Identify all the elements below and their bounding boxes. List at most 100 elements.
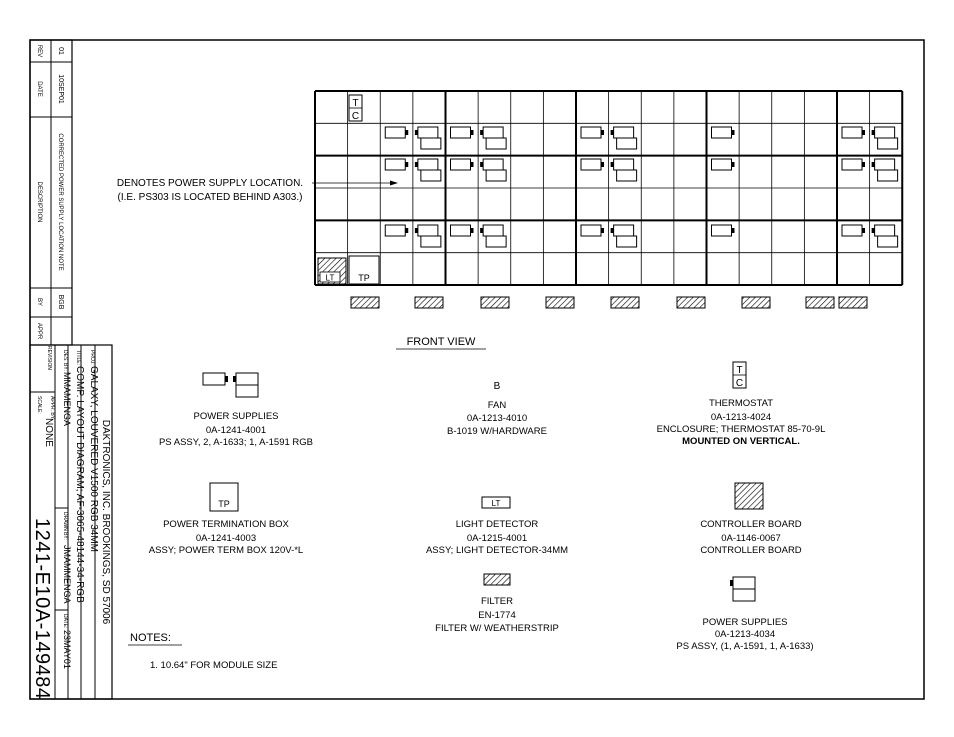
description-value: CORRECTED POWER SUPPLY LOCATION NOTE	[57, 133, 63, 270]
by-value: BGB	[57, 295, 64, 310]
svg-text:POWER SUPPLIES: POWER SUPPLIES	[194, 411, 279, 422]
power-supply-icon	[480, 126, 507, 150]
appr-header: APPR	[36, 323, 42, 340]
power-supply-icon	[450, 126, 474, 139]
note-item: 1. 10.64" FOR MODULE SIZE	[150, 660, 277, 671]
svg-text:FILTER W/ WEATHERSTRIP: FILTER W/ WEATHERSTRIP	[435, 623, 559, 634]
power-supply-callout: DENOTES POWER SUPPLY LOCATION. (I.E. PS3…	[117, 178, 398, 203]
fan-icon: B	[494, 381, 501, 392]
by-header: BY	[36, 298, 42, 306]
notes-section: NOTES: 1. 10.64" FOR MODULE SIZE	[128, 632, 277, 671]
appr-by-label: APPR. BY:	[49, 396, 55, 420]
svg-text:0A-1241-4001: 0A-1241-4001	[206, 425, 266, 436]
filter-icon	[483, 573, 511, 586]
proj-label: PROJ:	[89, 350, 95, 365]
light-detector-grid-symbol: LT	[317, 257, 347, 285]
light-detector-icon	[481, 496, 511, 509]
power-supply-icon	[202, 372, 259, 398]
power-supply-icon	[580, 126, 604, 139]
svg-text:0A-1146-0067: 0A-1146-0067	[721, 533, 781, 544]
power-supply-icon	[450, 224, 474, 237]
svg-text:TP: TP	[218, 499, 230, 509]
legend-fan: B FAN 0A-1213-4010 B-1019 W/HARDWARE	[447, 381, 547, 437]
legend-light-detector: LT LIGHT DETECTOR 0A-1215-4001 ASSY; LIG…	[426, 496, 568, 556]
filter-icon	[414, 296, 444, 309]
filter-icon	[480, 296, 510, 309]
svg-text:LIGHT DETECTOR: LIGHT DETECTOR	[456, 519, 539, 530]
filter-icon	[676, 296, 706, 309]
front-view-label: FRONT VIEW	[396, 336, 486, 350]
power-supply-2-icon	[730, 576, 756, 602]
light-detector-grid-label: LT	[326, 274, 335, 283]
power-supply-icon	[871, 224, 899, 248]
date-value: 10SEP01	[57, 74, 64, 104]
power-supply-icon	[480, 158, 507, 182]
revision-block: REV DATE DESCRIPTION BY APPR 01 10SEP01 …	[29, 39, 73, 346]
svg-text:FRONT VIEW: FRONT VIEW	[407, 336, 476, 348]
svg-text:ASSY; POWER TERM BOX 120V-*L: ASSY; POWER TERM BOX 120V-*L	[149, 545, 303, 556]
svg-text:0A-1213-4034: 0A-1213-4034	[715, 629, 775, 640]
filter-icon	[741, 296, 771, 309]
thermostat-icon: T C	[732, 361, 747, 389]
power-supply-icon	[610, 126, 638, 150]
power-supply-icon	[841, 126, 865, 139]
filter-icon	[350, 296, 380, 309]
notes-heading: NOTES:	[130, 632, 171, 644]
svg-text:MOUNTED ON VERTICAL.: MOUNTED ON VERTICAL.	[682, 436, 800, 447]
filter-row	[350, 296, 868, 309]
date-label: DATE:	[62, 614, 68, 628]
power-supply-icon	[841, 158, 865, 171]
svg-text:C: C	[736, 378, 743, 389]
svg-text:ENCLOSURE; THERMOSTAT 85-70-9L: ENCLOSURE; THERMOSTAT 85-70-9L	[657, 424, 826, 435]
power-supply-icon	[450, 158, 474, 171]
power-termination-icon	[209, 482, 239, 512]
svg-text:0A-1215-4001: 0A-1215-4001	[467, 533, 527, 544]
svg-text:POWER TERMINATION BOX: POWER TERMINATION BOX	[163, 519, 289, 530]
svg-text:CONTROLLER BOARD: CONTROLLER BOARD	[700, 545, 801, 556]
legend-thermostat: T C THERMOSTAT 0A-1213-4024 ENCLOSURE; T…	[657, 361, 826, 447]
svg-text:FILTER: FILTER	[481, 596, 513, 607]
power-supply-icon	[480, 224, 507, 248]
legend-power-termination-box: TP POWER TERMINATION BOX 0A-1241-4003 AS…	[149, 482, 303, 556]
power-supply-icon	[610, 224, 638, 248]
svg-text:0A-1213-4010: 0A-1213-4010	[467, 413, 527, 424]
date-header: DATE	[36, 81, 42, 97]
power-termination-grid-label: TP	[358, 273, 370, 283]
power-supply-icon	[580, 224, 604, 237]
power-supply-icon	[384, 158, 409, 171]
company-name: DAKTRONICS, INC. BROOKINGS, SD 57006	[100, 420, 111, 625]
power-supply-icon	[871, 126, 899, 150]
callout-line-2: (I.E. PS303 IS LOCATED BEHIND A303.)	[118, 192, 303, 203]
drawing-number: 1241-E10A-149484	[31, 518, 53, 699]
svg-text:FAN: FAN	[488, 400, 507, 411]
power-supply-icon	[384, 126, 409, 139]
power-supply-icon	[580, 158, 604, 171]
drawn-by-label: DRAWN BY:	[62, 512, 68, 540]
des-by-label: DES. BY:	[62, 350, 68, 371]
callout-arrow-icon	[390, 180, 398, 186]
rev-value: 01	[57, 47, 64, 55]
svg-text:0A-1241-4003: 0A-1241-4003	[196, 533, 256, 544]
legend-controller-board: CONTROLLER BOARD 0A-1146-0067 CONTROLLER…	[700, 482, 802, 556]
power-supply-icon	[711, 224, 735, 237]
power-supply-icon	[711, 158, 735, 171]
callout-line-1: DENOTES POWER SUPPLY LOCATION.	[117, 178, 303, 189]
power-supply-icon	[841, 224, 865, 237]
drawn-by-value: JMAMMENGA	[62, 545, 72, 604]
svg-text:0A-1213-4024: 0A-1213-4024	[711, 412, 771, 423]
thermostat-grid-symbol: T C	[348, 94, 363, 122]
svg-text:B-1019 W/HARDWARE: B-1019 W/HARDWARE	[447, 426, 547, 437]
project-name: GALAXY, LOUVERED V1500 RGB 34MM	[88, 366, 99, 552]
filter-icon	[545, 296, 575, 309]
svg-text:POWER SUPPLIES: POWER SUPPLIES	[703, 617, 788, 628]
power-supply-icon	[384, 224, 409, 237]
power-supply-icon	[711, 126, 735, 139]
legend-power-supplies-2: POWER SUPPLIES 0A-1213-4034 PS ASSY, (1,…	[676, 576, 814, 652]
thermostat-grid-c: C	[352, 111, 359, 122]
svg-text:PS ASSY, (1, A-1591, 1, A-1633: PS ASSY, (1, A-1591, 1, A-1633)	[676, 641, 813, 652]
power-supply-icon	[871, 158, 899, 182]
title-label: TITLE:	[75, 350, 81, 365]
svg-text:ASSY; LIGHT DETECTOR-34MM: ASSY; LIGHT DETECTOR-34MM	[426, 545, 568, 556]
svg-text:T: T	[736, 365, 742, 376]
